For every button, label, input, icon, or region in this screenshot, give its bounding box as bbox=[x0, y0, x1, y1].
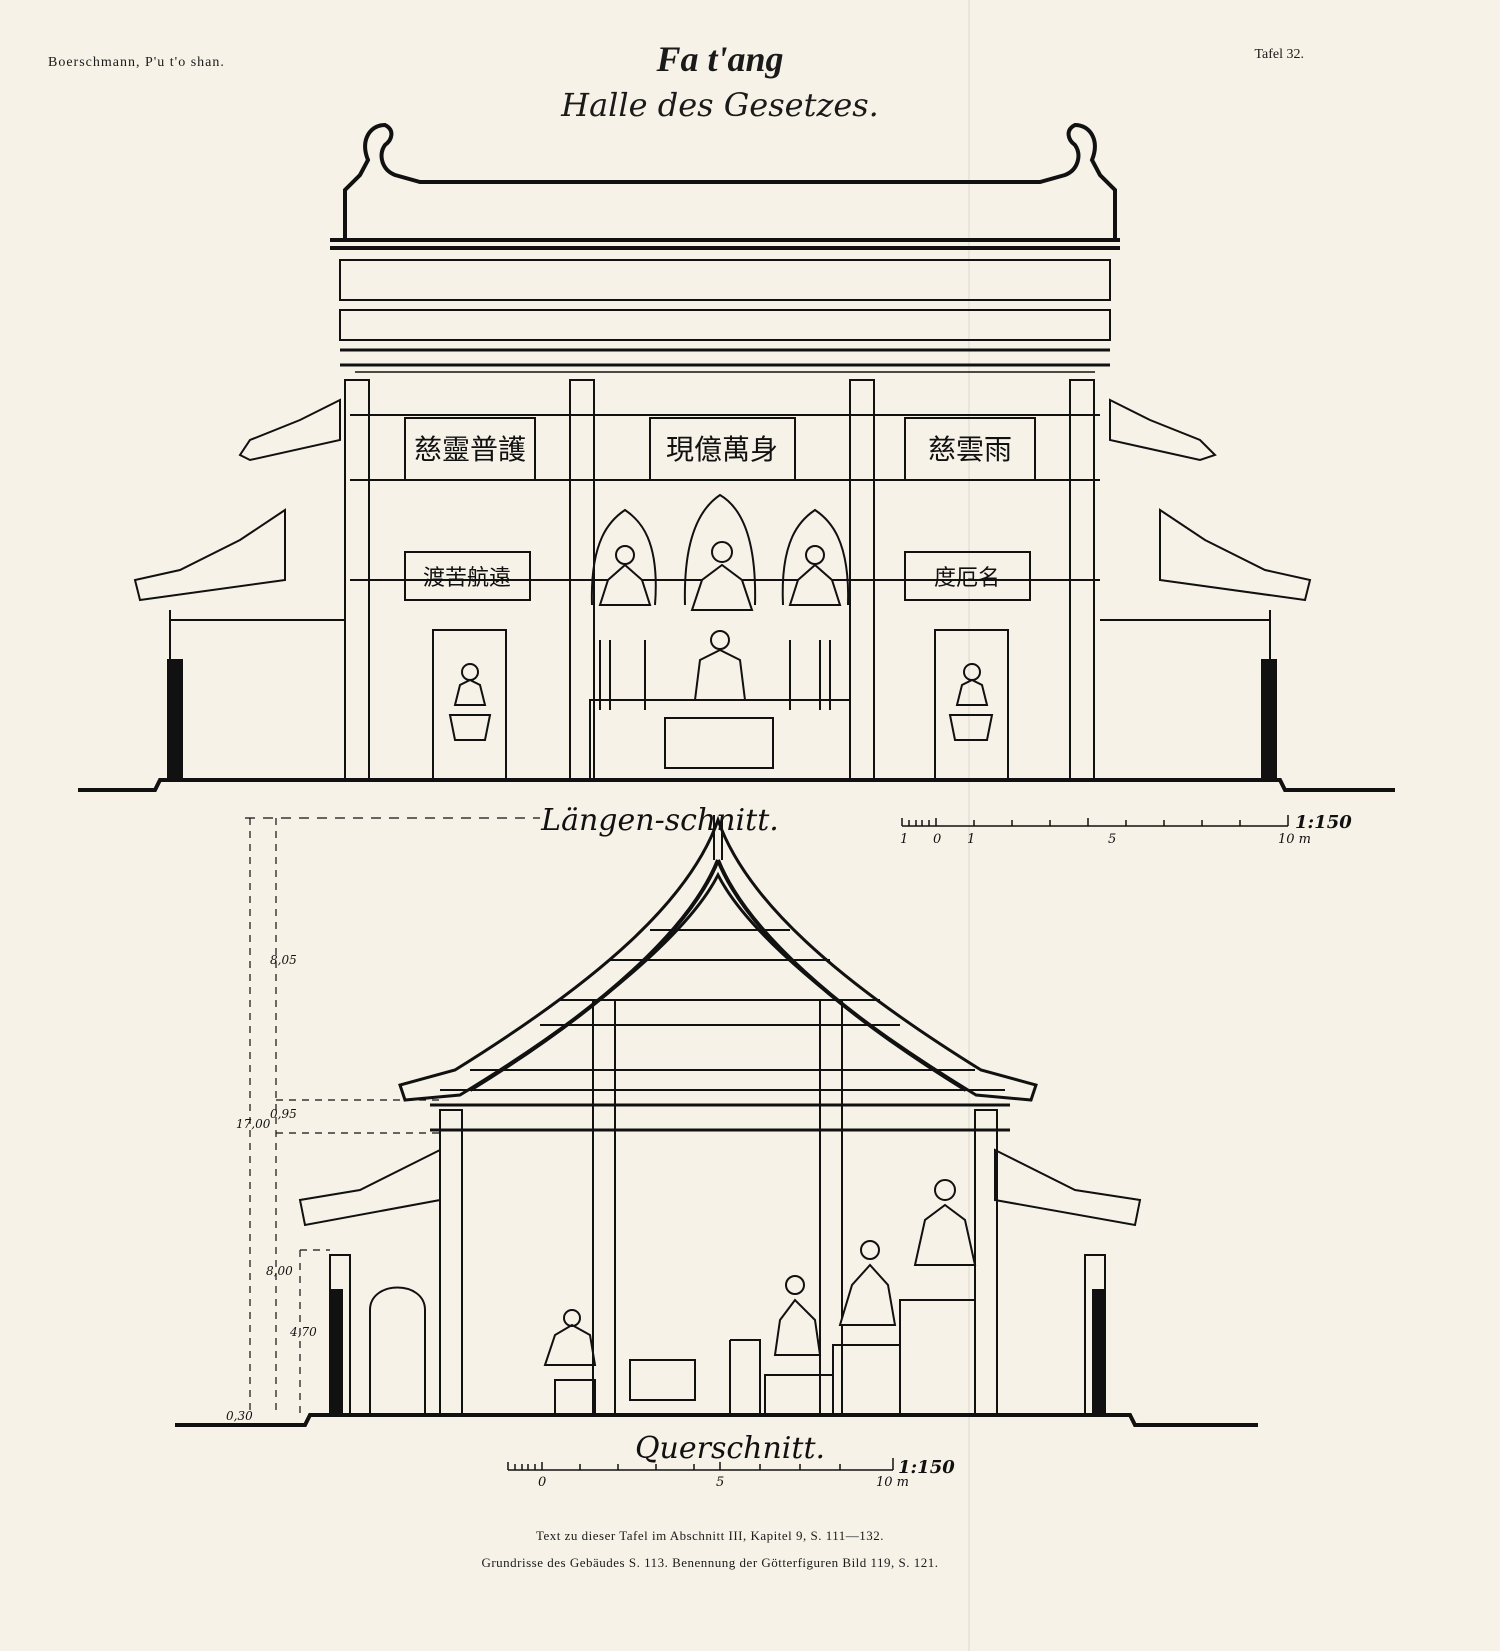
scale2-tick-10m: 10 m bbox=[876, 1475, 909, 1490]
dim-4-70: 4,70 bbox=[289, 1325, 317, 1339]
tablet-right-lower: 度厄名 bbox=[934, 566, 1000, 591]
dim-17-00: 17,00 bbox=[236, 1117, 271, 1131]
scale1-tick-0: 0 bbox=[933, 832, 941, 847]
cross-section-label: Querschnitt. bbox=[635, 1431, 825, 1466]
scale2-tick-5: 5 bbox=[716, 1475, 724, 1490]
dim-8-00: 8,00 bbox=[266, 1264, 293, 1278]
tablet-center-upper: 現億萬身 bbox=[666, 433, 778, 466]
dim-0-30: 0,30 bbox=[226, 1409, 253, 1423]
dim-0-95: 0,95 bbox=[270, 1107, 297, 1121]
scale1-tick-5: 5 bbox=[1108, 832, 1116, 847]
scale1-tick-1b: 1 bbox=[967, 832, 975, 847]
header-plate-number: Tafel 32. bbox=[1254, 47, 1304, 62]
scale1-tick-1a: 1 bbox=[900, 832, 908, 847]
footer-plan-reference: Grundrisse des Gebäudes S. 113. Benennun… bbox=[481, 1555, 939, 1570]
footer-text-reference: Text zu dieser Tafel im Abschnitt III, K… bbox=[535, 1528, 885, 1543]
header-author: Boerschmann, P'u t'o shan. bbox=[48, 55, 225, 70]
tablet-right-upper: 慈雲雨 bbox=[928, 433, 1012, 466]
tablet-left-upper: 慈靈普護 bbox=[414, 433, 526, 466]
scale2-ratio: 1:150 bbox=[898, 1457, 955, 1478]
dim-8-05: 8,05 bbox=[270, 953, 297, 967]
scale1-tick-10m: 10 m bbox=[1278, 832, 1311, 847]
plate-title: Fa t'ang bbox=[656, 39, 784, 79]
scale2-tick-0: 0 bbox=[538, 1475, 546, 1490]
tablet-left-lower: 渡苦航遠 bbox=[423, 566, 511, 591]
longitudinal-section-label: Längen-schnitt. bbox=[540, 803, 779, 838]
scale1-ratio: 1:150 bbox=[1295, 812, 1352, 833]
plate-subtitle: Halle des Gesetzes. bbox=[561, 86, 879, 124]
